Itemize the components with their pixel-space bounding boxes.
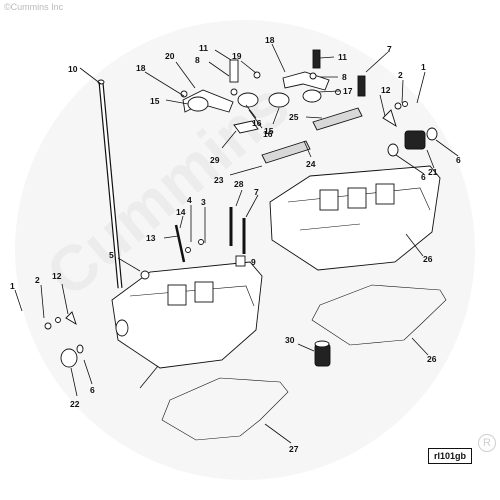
callout: 20 [165,51,175,61]
callout: 24 [306,159,316,169]
copyright-watermark: ©Cummins Inc [4,2,64,12]
callout: 15 [264,126,274,136]
callout: 27 [289,444,299,454]
callout: 12 [381,85,391,95]
callout: 16 [252,118,262,128]
callout: 29 [210,155,220,165]
callout: 26 [423,254,433,264]
callout: 3 [201,197,206,207]
callout: 2 [35,275,40,285]
callout: 19 [232,51,242,61]
front-head-block [60,261,263,369]
callout: 4 [187,195,192,205]
callout: 11 [338,52,347,62]
callout: 18 [136,63,146,73]
callout: 6 [456,155,461,165]
callout: 7 [254,187,259,197]
callout: 12 [52,271,62,281]
callout: 28 [234,179,244,189]
callout: 6 [90,385,95,395]
callout: 11 [199,43,208,53]
callout: 13 [146,233,156,243]
callout: 22 [70,399,80,409]
callout: 15 [150,96,160,106]
callout: 1 [10,281,15,291]
callout: 18 [265,35,275,45]
callout: 26 [427,354,437,364]
callout: 23 [214,175,224,185]
callout: 1 [421,62,426,72]
callout: 2 [398,70,403,80]
figure-code-label: rl101gb [428,448,472,464]
sleeve [314,340,331,367]
rear-plugs [387,127,438,157]
callout: 16 [263,129,273,139]
callout: 30 [285,335,295,345]
rocker-levers [180,49,408,164]
callout: 10 [68,64,78,74]
callout: 25 [289,112,299,122]
callout-labels: 1 1 2 2 3 4 5 6 6 6 7 7 8 8 [10,35,461,454]
callout: 21 [428,167,438,177]
callout: 9 [251,257,256,267]
callout: 5 [109,250,114,260]
callout: 6 [421,172,426,182]
rear-head-block [269,165,441,271]
callout: 14 [176,207,186,217]
gaskets [161,284,447,441]
fasteners [44,207,246,330]
callout: 7 [387,44,392,54]
callout: 8 [195,55,200,65]
registered-mark: R [478,434,496,452]
callout: 8 [342,72,347,82]
callout: 17 [343,86,353,96]
